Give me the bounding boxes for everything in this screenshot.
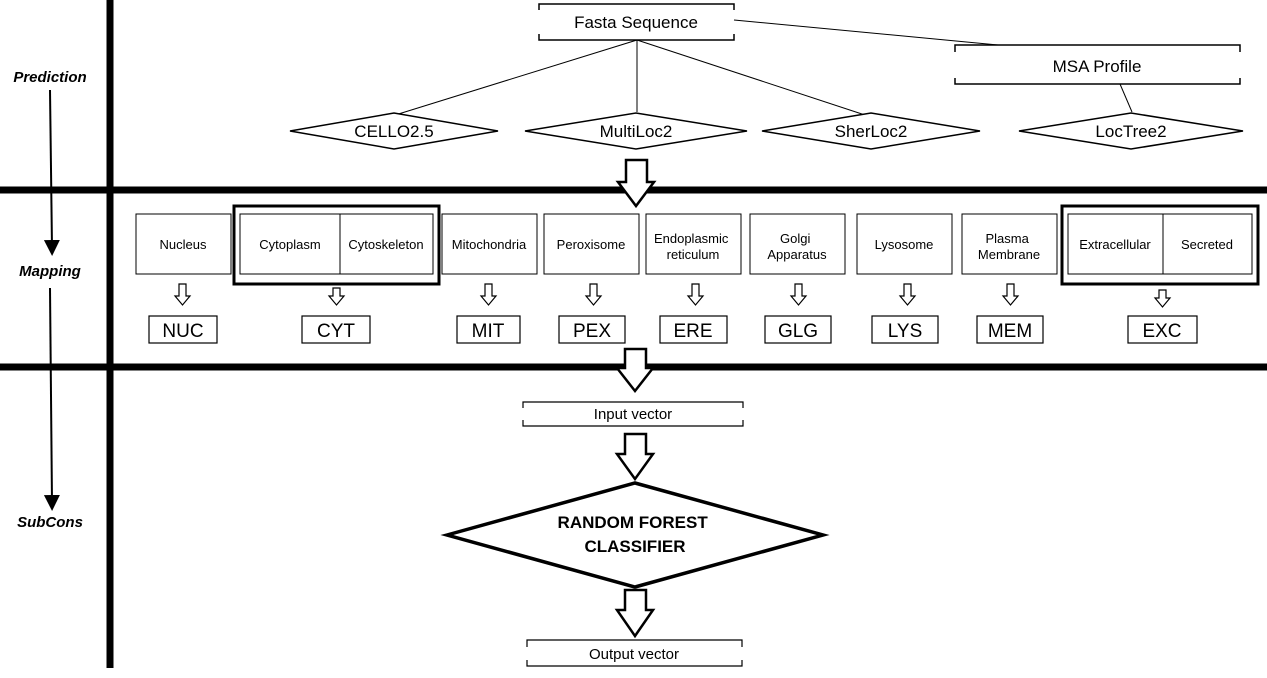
class-code-mem: MEM bbox=[976, 315, 1044, 344]
location-label: Endoplasmic reticulum bbox=[654, 231, 732, 262]
tool-sherloc-label: SherLoc2 bbox=[835, 122, 908, 141]
classifier-label: RANDOM FOREST CLASSIFIER bbox=[558, 513, 713, 556]
class-code-label: LYS bbox=[888, 321, 923, 342]
location-box-cytoplasm: Cytoplasm bbox=[239, 213, 341, 275]
location-box-plasma-membrane: Plasma Membrane bbox=[961, 213, 1058, 275]
msa-profile-label: MSA Profile bbox=[1053, 57, 1142, 76]
location-box-peroxisome: Peroxisome bbox=[543, 213, 640, 275]
location-box-extracellular: Extracellular bbox=[1067, 213, 1164, 275]
mapping-arrow bbox=[686, 283, 705, 306]
location-box-nucleus: Nucleus bbox=[135, 213, 232, 275]
location-label: Cytoplasm bbox=[259, 237, 320, 252]
exc-group-border bbox=[1060, 204, 1260, 286]
cyt-group-border bbox=[232, 204, 441, 286]
input-vector-box: Input vector bbox=[522, 401, 744, 427]
class-code-lys: LYS bbox=[871, 315, 939, 344]
mapping-arrows bbox=[173, 283, 1172, 308]
location-box-cytoskeleton: Cytoskeleton bbox=[339, 213, 434, 275]
class-code-nuc: NUC bbox=[148, 315, 218, 344]
location-box-golgi-apparatus: Golgi Apparatus bbox=[749, 213, 846, 275]
tool-multiloc: MultiLoc2 bbox=[524, 112, 748, 150]
tool-multiloc-label: MultiLoc2 bbox=[600, 122, 673, 141]
mapping-arrow bbox=[1153, 289, 1172, 308]
location-label: Mitochondria bbox=[452, 237, 527, 252]
class-code-exc: EXC bbox=[1127, 315, 1198, 344]
class-code-cyt: CYT bbox=[301, 315, 371, 344]
prediction-connectors bbox=[391, 19, 1133, 117]
location-label: Peroxisome bbox=[557, 237, 626, 252]
mapping-arrow bbox=[173, 283, 192, 306]
stage-label-mapping: Mapping bbox=[19, 263, 81, 280]
stage-flow-arrow-1 bbox=[43, 89, 60, 256]
output-vector-label: Output vector bbox=[589, 646, 679, 663]
class-code-label: GLG bbox=[778, 321, 818, 342]
location-label: Cytoskeleton bbox=[348, 237, 423, 252]
flow-arrow-classifier-to-output bbox=[614, 588, 656, 639]
stage-label-prediction: Prediction bbox=[13, 69, 86, 86]
class-code-label: NUC bbox=[162, 321, 203, 342]
stage-label-subcons: SubCons bbox=[17, 514, 83, 531]
fasta-sequence-label: Fasta Sequence bbox=[574, 13, 698, 32]
tool-sherloc: SherLoc2 bbox=[761, 112, 981, 150]
location-label: Golgi Apparatus bbox=[767, 231, 827, 262]
mapping-arrow bbox=[1001, 283, 1020, 306]
class-code-label: PEX bbox=[573, 321, 611, 342]
class-code-label: MEM bbox=[988, 321, 1032, 342]
class-code-mit: MIT bbox=[456, 315, 521, 344]
location-label: Extracellular bbox=[1079, 237, 1151, 252]
mapping-arrow bbox=[789, 283, 808, 306]
location-box-mitochondria: Mitochondria bbox=[441, 213, 538, 275]
location-label: Lysosome bbox=[875, 237, 934, 252]
stage-flow-arrow-2 bbox=[43, 287, 60, 511]
location-box-secreted: Secreted bbox=[1162, 213, 1253, 275]
output-vector-box: Output vector bbox=[526, 639, 743, 667]
location-box-lysosome: Lysosome bbox=[856, 213, 953, 275]
mapping-arrow bbox=[327, 287, 346, 306]
flow-arrow-mapping-to-subcons bbox=[614, 347, 656, 394]
msa-profile-box: MSA Profile bbox=[954, 44, 1241, 85]
mapping-arrow bbox=[584, 283, 603, 306]
tool-loctree: LocTree2 bbox=[1018, 112, 1244, 150]
class-code-label: EXC bbox=[1142, 321, 1181, 342]
mapping-arrow bbox=[898, 283, 917, 306]
class-code-label: MIT bbox=[472, 321, 505, 342]
flow-arrow-prediction-to-mapping bbox=[615, 158, 657, 209]
fasta-sequence-box: Fasta Sequence bbox=[538, 3, 735, 41]
class-code-glg: GLG bbox=[764, 315, 832, 344]
class-code-pex: PEX bbox=[558, 315, 626, 344]
class-code-ere: ERE bbox=[659, 315, 728, 344]
tool-cello: CELLO2.5 bbox=[289, 112, 499, 150]
mapping-arrow bbox=[479, 283, 498, 306]
tool-cello-label: CELLO2.5 bbox=[354, 122, 433, 141]
location-label: Nucleus bbox=[160, 237, 207, 252]
random-forest-classifier: RANDOM FOREST CLASSIFIER bbox=[440, 481, 830, 589]
location-box-endoplasmic-reticulum: Endoplasmic reticulum bbox=[645, 213, 742, 275]
flow-arrow-input-to-classifier bbox=[614, 432, 656, 482]
tool-loctree-label: LocTree2 bbox=[1095, 122, 1166, 141]
location-label: Plasma Membrane bbox=[978, 231, 1040, 262]
class-code-label: ERE bbox=[673, 321, 712, 342]
input-vector-label: Input vector bbox=[594, 406, 672, 423]
class-code-label: CYT bbox=[317, 321, 355, 342]
location-label: Secreted bbox=[1181, 237, 1233, 252]
